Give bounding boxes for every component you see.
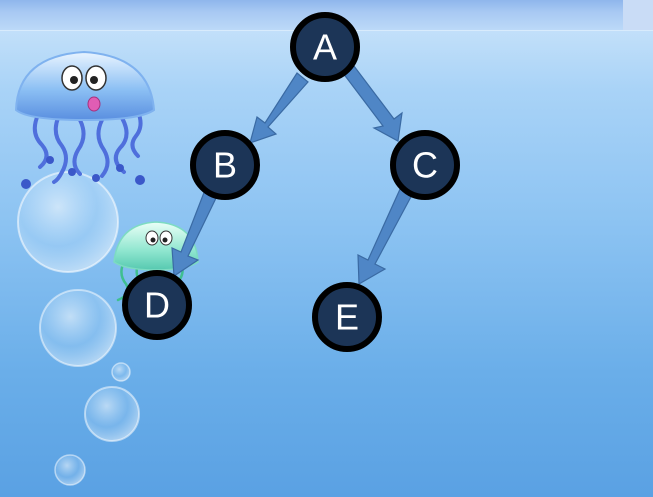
edge-a-b: [249, 72, 309, 144]
node-a: A: [290, 12, 360, 82]
edge-a-c: [342, 65, 403, 142]
node-c: C: [390, 130, 460, 200]
node-e-label: E: [335, 297, 359, 338]
node-c-label: C: [412, 145, 438, 186]
node-b-label: B: [213, 145, 237, 186]
node-e: E: [312, 282, 382, 352]
slide-top-corner: [623, 0, 653, 30]
node-b: B: [190, 130, 260, 200]
edge-c-e: [357, 186, 414, 286]
node-d: D: [122, 270, 192, 340]
jellyfish-icon: [14, 50, 156, 189]
edge-b-d: [171, 189, 218, 278]
node-a-label: A: [313, 27, 337, 68]
node-d-label: D: [144, 285, 170, 326]
